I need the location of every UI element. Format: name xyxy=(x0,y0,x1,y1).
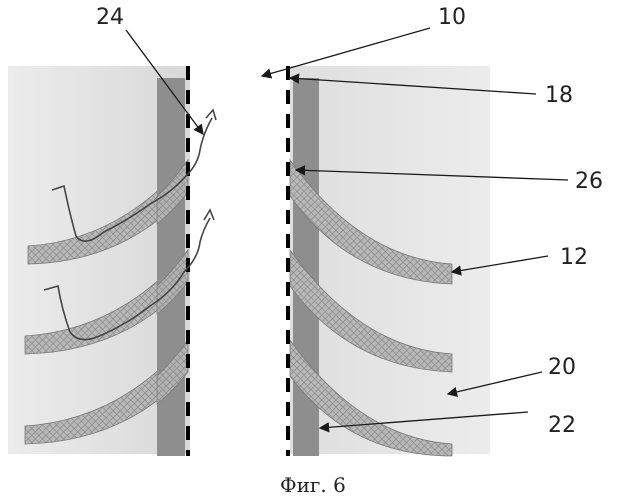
label-18: 18 xyxy=(545,83,573,108)
figure-caption: Фиг. 6 xyxy=(280,473,346,497)
label-20: 20 xyxy=(548,355,576,380)
label-12: 12 xyxy=(560,245,588,270)
label-22: 22 xyxy=(548,413,576,438)
label-10: 10 xyxy=(438,5,466,30)
label-26: 26 xyxy=(575,169,603,194)
label-24: 24 xyxy=(96,5,124,30)
